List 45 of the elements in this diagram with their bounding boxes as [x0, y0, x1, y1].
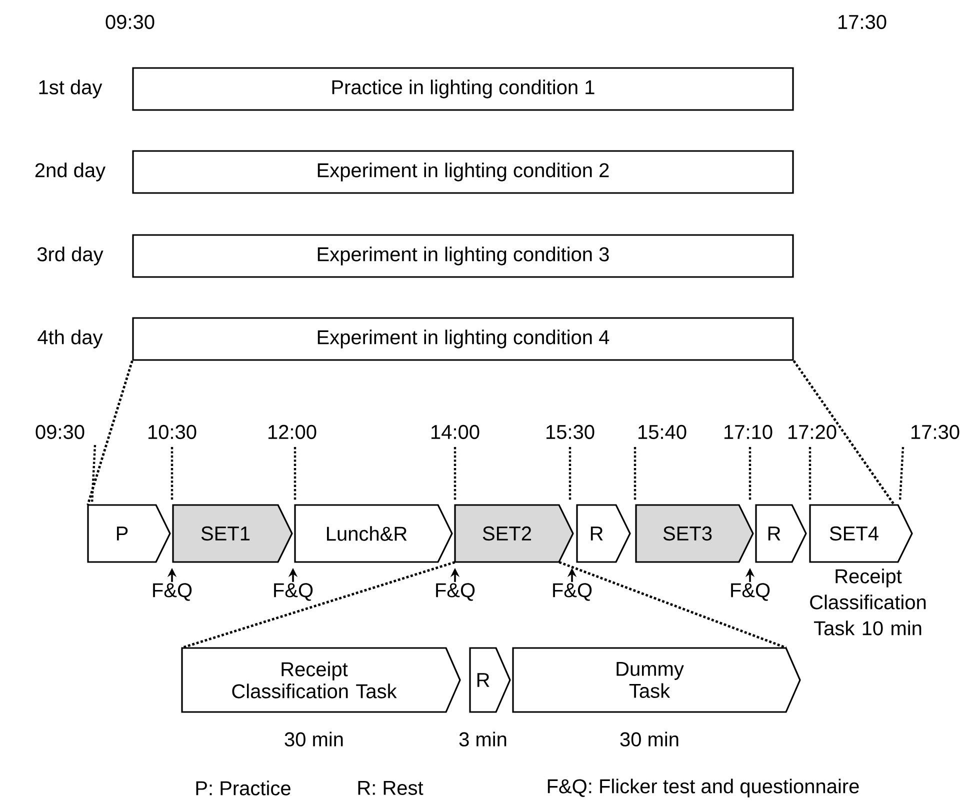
- day-label: 1st day: [39, 80, 102, 98]
- zoom-line: [558, 561, 787, 649]
- phase-block: SET1: [172, 504, 293, 563]
- legend-text: R: Rest: [356, 780, 424, 796]
- time-label: 14:00: [428, 424, 482, 440]
- phase-block: R: [755, 504, 807, 563]
- zoom-line: [86, 360, 134, 506]
- phase-block: Lunch&R: [294, 504, 453, 563]
- phase-block: R: [576, 504, 631, 563]
- phase-block: SET2: [454, 504, 574, 563]
- zoom-line: [181, 561, 456, 649]
- legend-text: P: Practice: [194, 780, 292, 796]
- time-label: 15:30: [544, 424, 596, 440]
- day-label: 4th day: [38, 330, 103, 348]
- time-label: 09:30: [34, 424, 86, 440]
- test-label: F&Q: [274, 583, 313, 601]
- time-label: 17:20: [786, 424, 838, 440]
- day-bar: Practice in lighting condition 1: [132, 67, 794, 111]
- note: Receipt Classification Task 10 min: [810, 568, 926, 636]
- time-label: 17:30: [836, 14, 888, 30]
- day-label: 3rd day: [37, 246, 104, 266]
- time-label: 12:00: [266, 424, 318, 440]
- day-bar: Experiment in lighting condition 3: [132, 234, 794, 278]
- test-label: F&Q: [436, 583, 475, 601]
- zoom-line: [792, 360, 896, 506]
- duration-label: 3 min: [459, 732, 506, 746]
- time-label: 15:40: [636, 424, 688, 440]
- day-bar: Experiment in lighting condition 2: [132, 150, 794, 194]
- test-label: F&Q: [553, 583, 592, 601]
- time-label: 10:30: [146, 424, 198, 440]
- time-label: 17:10: [722, 424, 774, 440]
- day-label: 2nd day: [35, 162, 106, 182]
- day-bar: Experiment in lighting condition 4: [132, 317, 794, 361]
- legend-text: F&Q: Flicker test and questionnaire: [545, 778, 861, 798]
- phase-block: Receipt Classification Task: [181, 647, 461, 713]
- test-label: F&Q: [153, 583, 192, 601]
- duration-label: 30 min: [284, 732, 343, 746]
- phase-block: P: [87, 504, 171, 563]
- test-label: F&Q: [731, 583, 770, 601]
- time-label: 09:30: [104, 14, 156, 30]
- phase-block: SET3: [635, 504, 754, 563]
- phase-block: SET4: [809, 504, 913, 563]
- time-label: 17:30: [908, 424, 962, 440]
- phase-block: R: [469, 647, 511, 713]
- duration-label: 30 min: [620, 732, 678, 746]
